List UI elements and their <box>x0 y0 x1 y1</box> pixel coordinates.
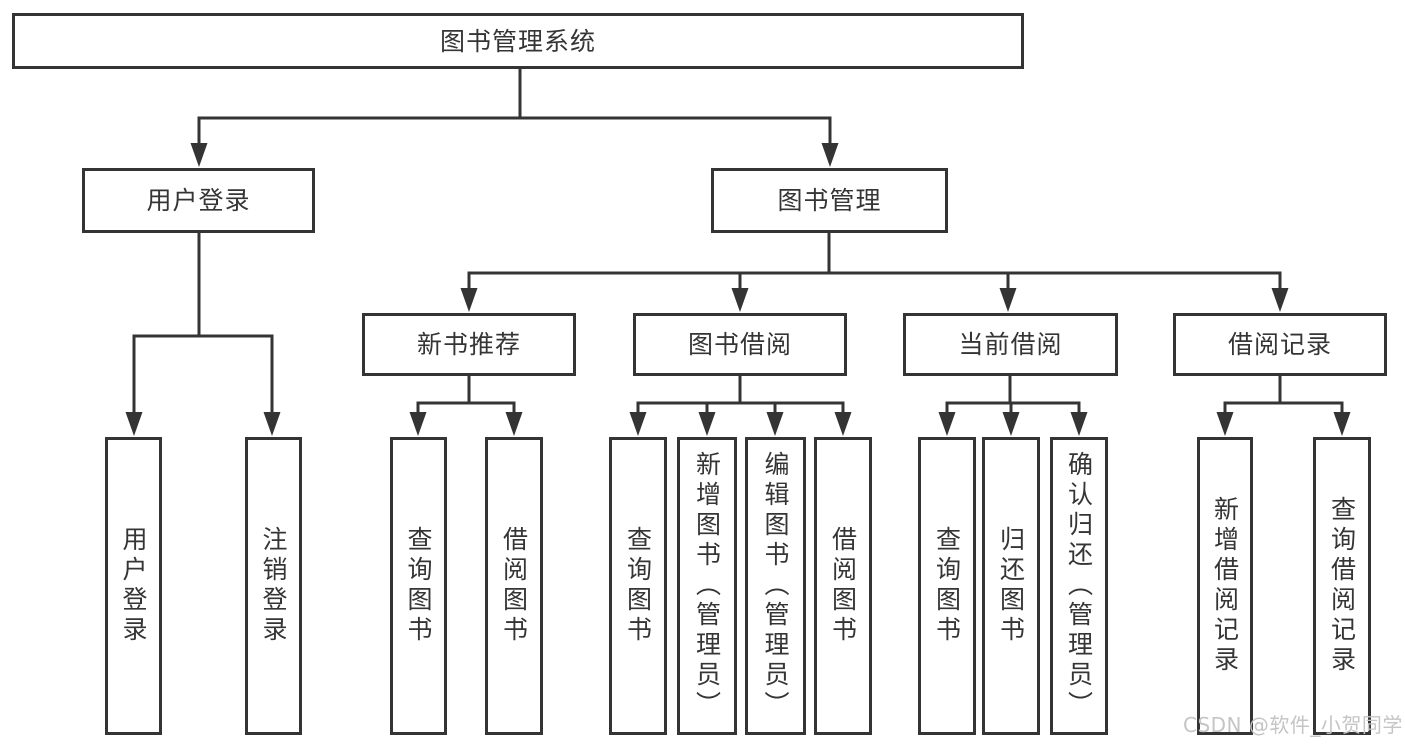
node-cb-confirm-return-admin: 确认归还（管理员） <box>1050 437 1108 735</box>
node-logout-action: 注销登录 <box>245 437 302 735</box>
node-br-query-record: 查询借阅记录 <box>1313 437 1371 735</box>
node-bb-add-books-admin: 新增图书（管理员） <box>677 437 737 735</box>
node-bb-edit-books-admin: 编辑图书（管理员） <box>745 437 806 735</box>
csdn-watermark: CSDN @软件_小贺同学 <box>1183 713 1403 737</box>
node-book-borrowing: 图书借阅 <box>633 313 847 376</box>
node-bb-borrow-books: 借阅图书 <box>814 437 872 735</box>
node-borrowing-records: 借阅记录 <box>1173 313 1387 376</box>
node-current-borrowing: 当前借阅 <box>903 313 1118 376</box>
node-cb-return-books: 归还图书 <box>982 437 1040 735</box>
node-user-login-action: 用户登录 <box>105 437 162 735</box>
node-br-add-record: 新增借阅记录 <box>1197 437 1253 735</box>
node-book-management: 图书管理 <box>711 168 948 233</box>
node-new-book-recommendation: 新书推荐 <box>362 313 576 376</box>
node-cb-query-books: 查询图书 <box>918 437 976 735</box>
node-bb-query-books: 查询图书 <box>609 437 667 735</box>
node-user-login: 用户登录 <box>82 168 315 233</box>
node-library-management-system: 图书管理系统 <box>12 13 1024 69</box>
node-nb-borrow-books: 借阅图书 <box>485 437 543 735</box>
node-nb-query-books: 查询图书 <box>390 437 447 735</box>
